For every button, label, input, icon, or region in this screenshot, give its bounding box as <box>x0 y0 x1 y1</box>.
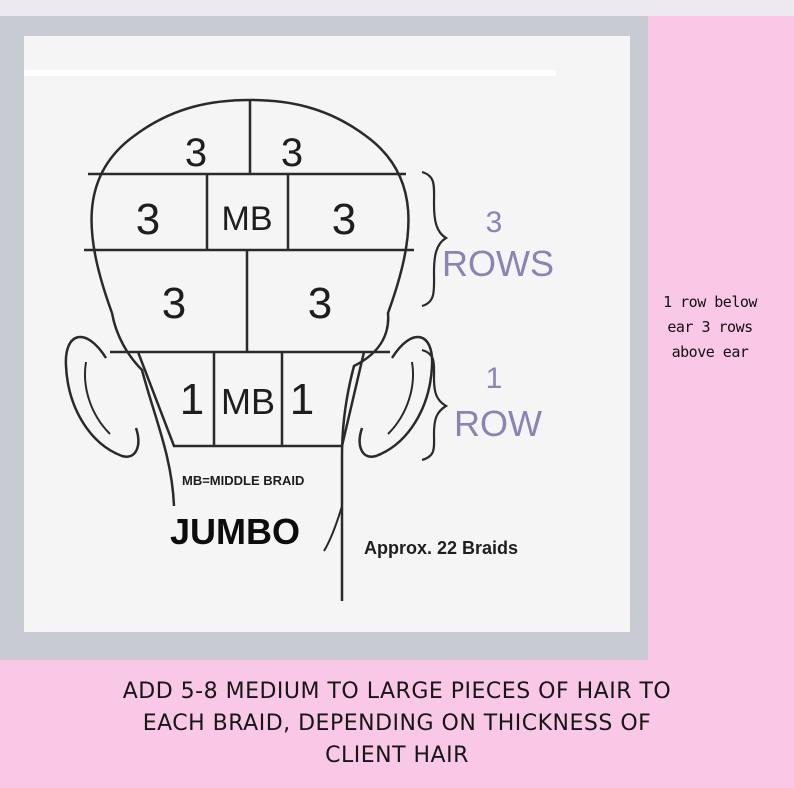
section-row3-right: 3 <box>308 279 332 328</box>
neck-right-line <box>323 505 343 552</box>
left-ear-inner <box>84 361 111 435</box>
section-top-left: 3 <box>185 131 207 175</box>
section-row2-right: 3 <box>332 195 356 244</box>
one-row-number: 1 <box>486 362 503 395</box>
section-top-right: 3 <box>281 131 303 175</box>
section-ear-middle: MB <box>221 381 275 422</box>
side-note-line-1: 1 row below <box>663 293 757 311</box>
head-diagram: 3 3 3 MB 3 3 3 1 MB 1 3 ROWS 1 ROW MB=MI… <box>24 70 556 601</box>
instructions-line-2: EACH BRAID, DEPENDING ON THICKNESS OF <box>142 711 652 736</box>
top-band <box>24 70 556 76</box>
instructions-line-1: ADD 5-8 MEDIUM TO LARGE PIECES OF HAIR T… <box>122 679 672 704</box>
section-row3-left: 3 <box>162 279 186 328</box>
instructions-line-3: CLIENT HAIR <box>325 743 469 768</box>
top-strip <box>0 0 794 16</box>
size-label: JUMBO <box>170 511 300 552</box>
instructions: ADD 5-8 MEDIUM TO LARGE PIECES OF HAIR T… <box>0 676 794 772</box>
head-outline <box>90 98 410 601</box>
approx-count: Approx. 22 Braids <box>364 538 518 558</box>
legend-text: MB=MIDDLE BRAID <box>182 473 304 488</box>
right-ear <box>358 335 434 458</box>
three-rows-word: ROWS <box>442 243 554 284</box>
left-ear <box>64 335 140 458</box>
section-row2-middle: MB <box>222 200 273 238</box>
one-row-word: ROW <box>454 403 542 444</box>
side-note-line-3: above ear <box>671 343 749 361</box>
right-ear-inner <box>387 361 414 435</box>
section-ear-left: 1 <box>180 375 204 424</box>
section-ear-right: 1 <box>290 375 314 424</box>
side-note: 1 row below ear 3 rows above ear <box>648 290 772 365</box>
brace-one-row <box>421 348 449 462</box>
side-note-line-2: ear 3 rows <box>667 318 753 336</box>
neck-left <box>110 312 176 507</box>
section-row2-left: 3 <box>136 195 160 244</box>
three-rows-number: 3 <box>486 206 503 239</box>
parting-lines <box>84 100 414 448</box>
diagram-panel <box>24 36 630 632</box>
brace-three-rows <box>421 170 449 308</box>
